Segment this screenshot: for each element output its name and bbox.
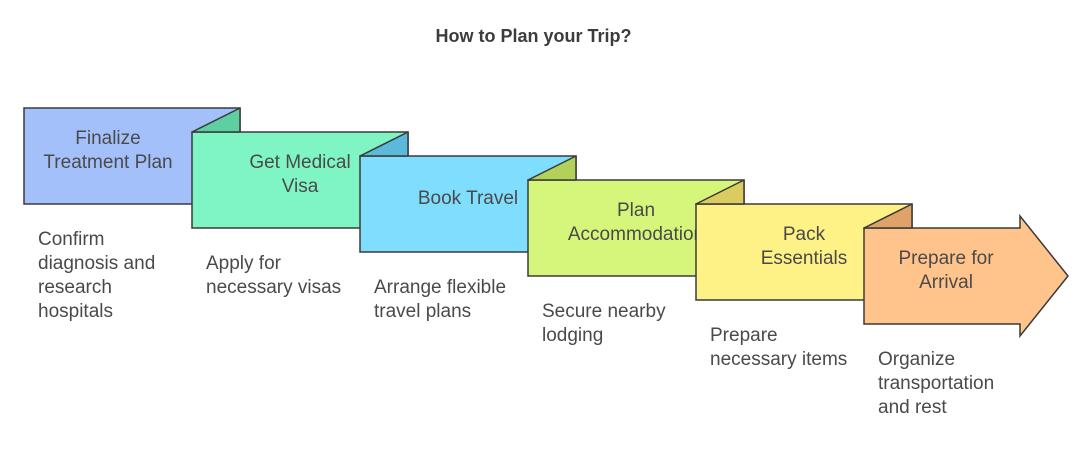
step-arrow <box>863 213 1069 339</box>
step-description: Organize transportation and rest <box>878 349 995 418</box>
step-label: Book Travel <box>418 188 518 209</box>
step-label-line: Prepare for <box>898 248 994 269</box>
step-label-line: Get Medical <box>249 152 350 173</box>
step-fold <box>191 107 241 133</box>
step-label-line: Book Travel <box>418 188 518 209</box>
step-fold <box>695 179 745 205</box>
step-description: Apply for necessary visas <box>206 253 342 298</box>
step-fold <box>527 155 577 181</box>
step-label-line: Plan <box>617 200 655 221</box>
step-label-line: Essentials <box>761 248 848 269</box>
step-label-line: Visa <box>282 176 319 197</box>
step-description: Arrange flexible travel plans <box>374 277 507 322</box>
step-label-line: Treatment Plan <box>43 152 172 173</box>
step-fold <box>863 203 913 229</box>
diagram-title: How to Plan your Trip? <box>435 26 632 46</box>
step-description: Prepare necessary items <box>710 325 848 370</box>
step-description: Confirm diagnosis and research hospitals <box>38 229 156 322</box>
step-fold <box>359 131 409 157</box>
step-description: Secure nearby lodging <box>542 301 666 346</box>
step-label-line: Pack <box>783 224 826 245</box>
step-label-line: Finalize <box>75 128 140 149</box>
step-label-line: Arrival <box>919 272 973 293</box>
step-label-line: Accommodation <box>568 224 704 245</box>
